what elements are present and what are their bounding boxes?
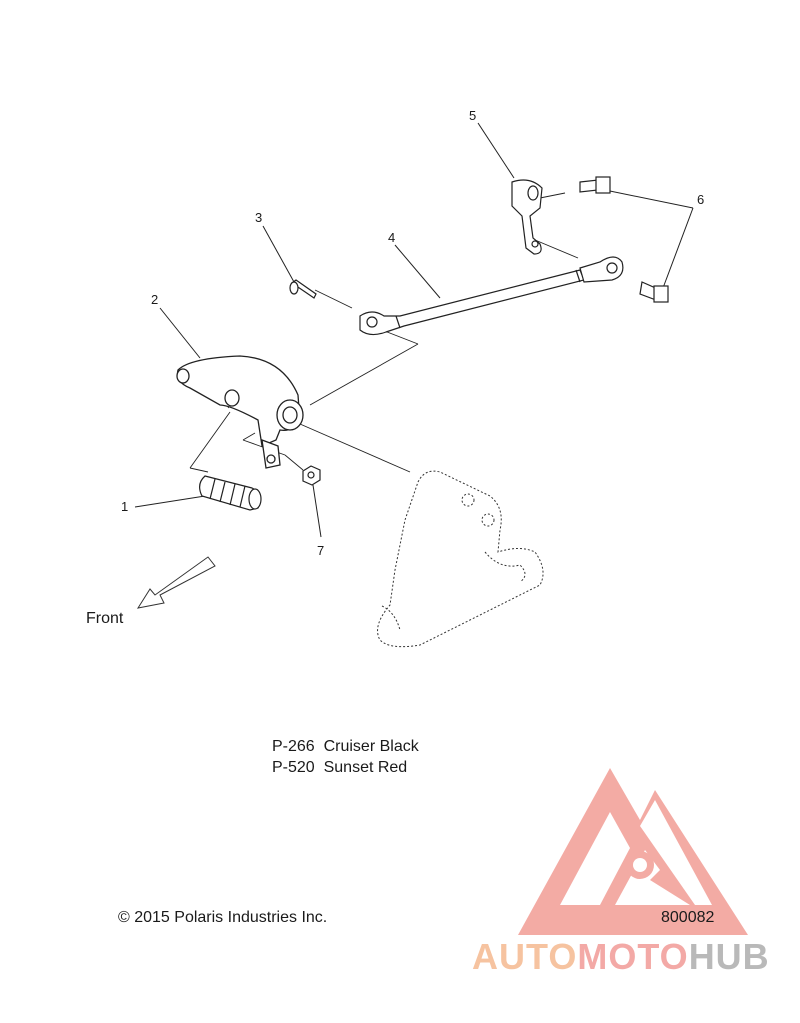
shift-lever	[176, 355, 304, 469]
mounting-bracket	[377, 470, 544, 648]
callout-2: 2	[151, 292, 159, 307]
nut	[302, 465, 321, 486]
leader-lines	[134, 122, 694, 538]
color-name: Sunset Red	[323, 759, 408, 776]
flange-bolts	[579, 176, 669, 303]
color-code: P-520	[272, 759, 315, 776]
foot-peg-rubber	[199, 475, 262, 511]
color-name: Cruiser Black	[323, 738, 419, 755]
callout-6: 6	[697, 192, 705, 207]
color-code-list: P-266 Cruiser Black P-520 Sunset Red	[272, 736, 419, 778]
callout-1: 1	[121, 499, 129, 514]
shift-rod	[359, 256, 624, 336]
color-code-row: P-520 Sunset Red	[272, 757, 419, 778]
color-code: P-266	[272, 738, 315, 755]
callout-5: 5	[469, 108, 477, 123]
illustration-number: 800082	[661, 909, 715, 926]
color-code-row: P-266 Cruiser Black	[272, 736, 419, 757]
pin-bolt	[289, 279, 317, 299]
watermark-moto: MOTO	[577, 936, 689, 977]
watermark-hub: HUB	[688, 936, 770, 977]
watermark-text: AUTOMOTOHUB	[472, 936, 770, 978]
callout-3: 3	[255, 210, 263, 225]
watermark-auto: AUTO	[472, 936, 578, 977]
front-direction-arrow	[136, 556, 216, 609]
callout-4: 4	[388, 230, 396, 245]
alignment-lines	[189, 192, 579, 473]
shift-arm	[511, 179, 543, 255]
callout-7: 7	[317, 543, 325, 558]
front-label: Front	[86, 610, 124, 627]
watermark-logo	[518, 768, 748, 935]
copyright-notice: © 2015 Polaris Industries Inc.	[118, 909, 328, 926]
